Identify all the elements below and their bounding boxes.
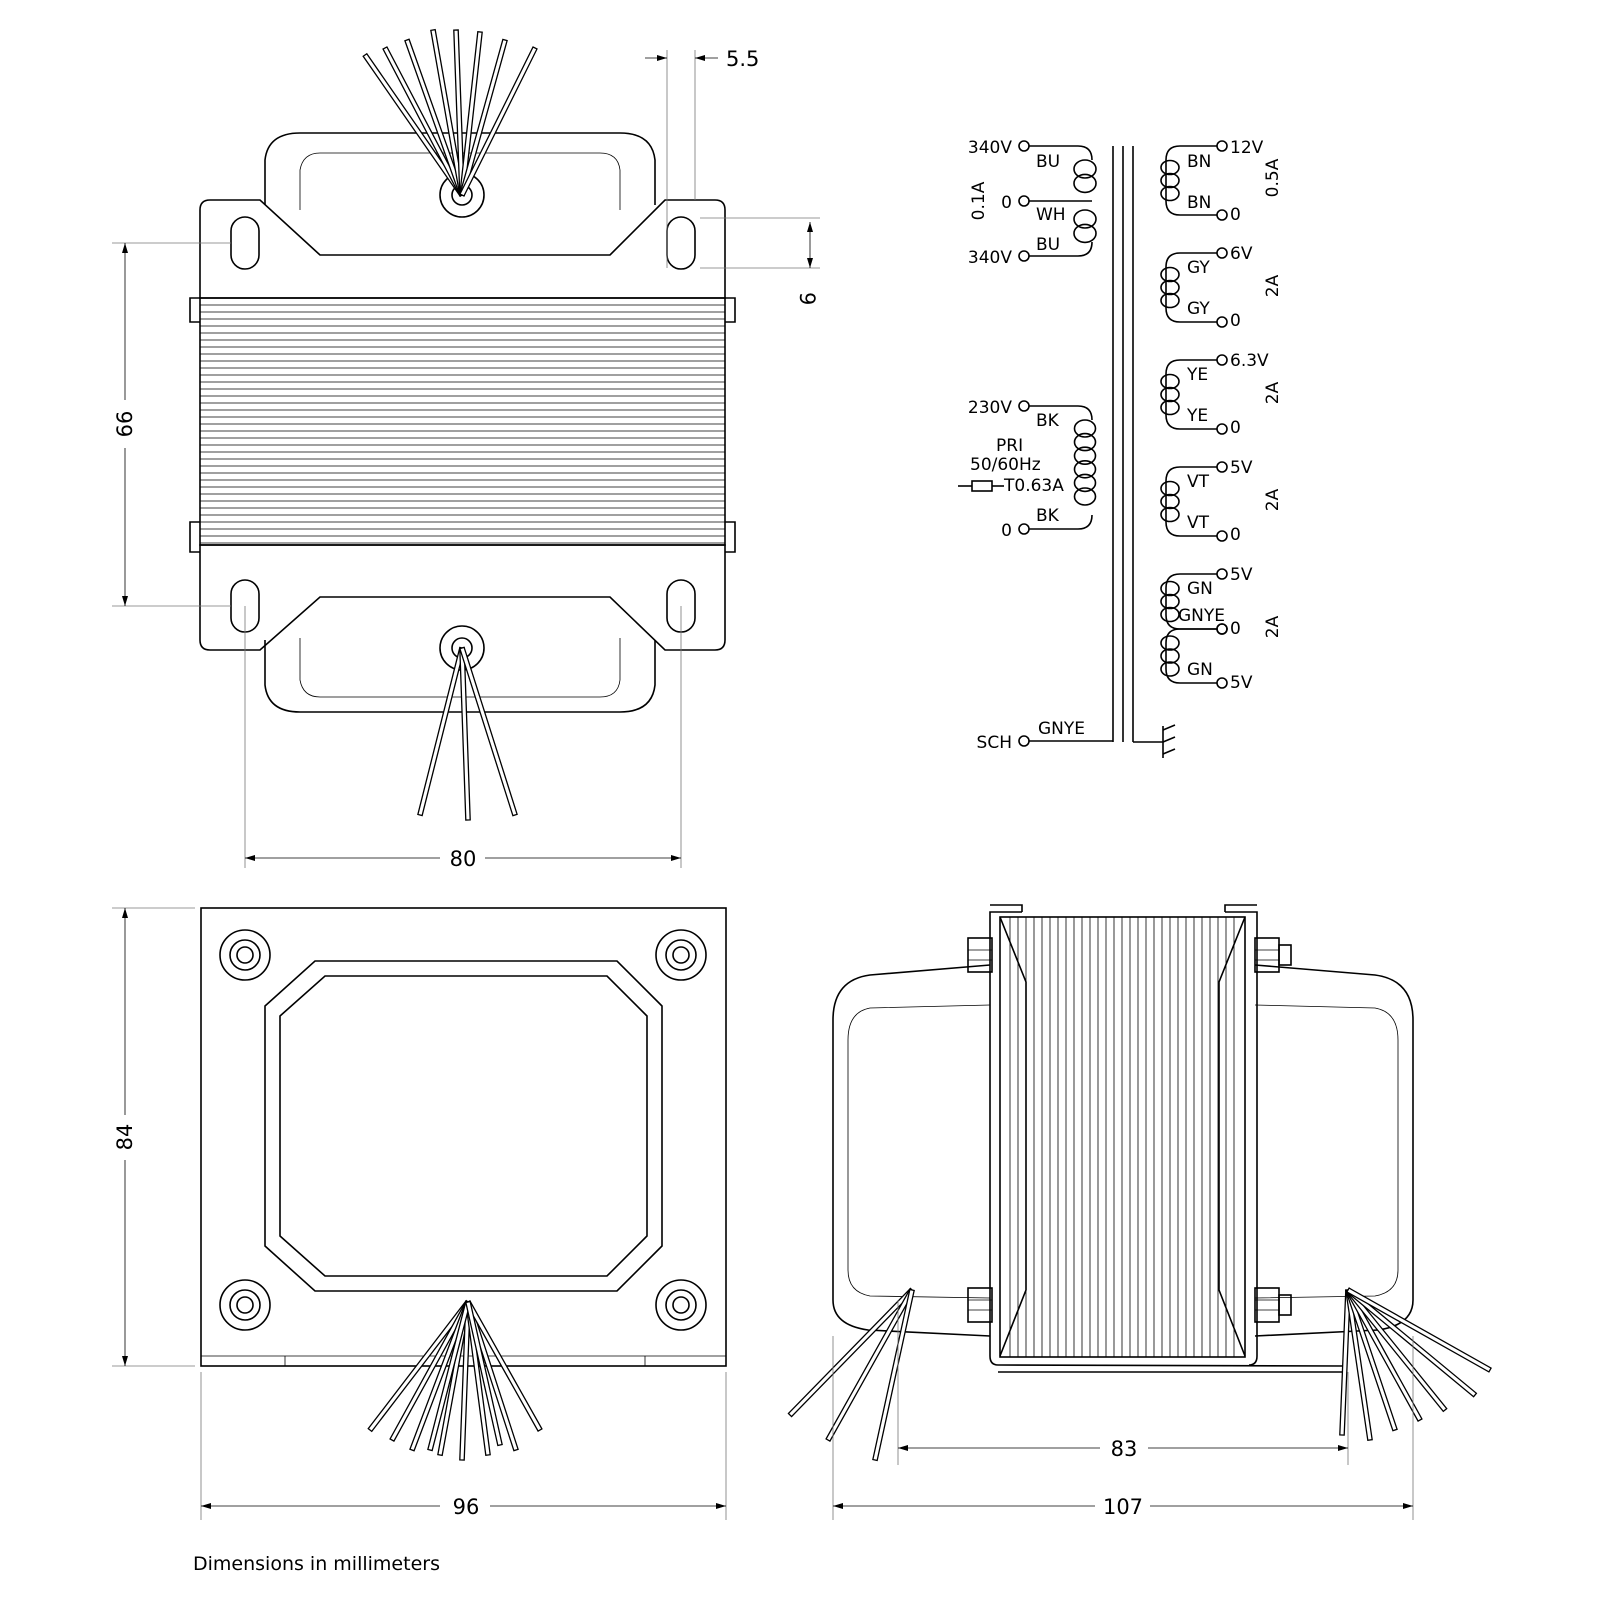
hv-center-color: WH (1036, 205, 1066, 225)
shield-color: GNYE (1038, 719, 1085, 739)
schematic-labels: 340V BU 0 WH 340V BU 0.1A 230V BK PRI 50… (968, 138, 1283, 753)
sec4-top-voltage: 5V (1230, 458, 1253, 478)
sec1-bottom-color: BN (1187, 193, 1211, 213)
sec2-top-color: GY (1187, 258, 1210, 278)
mains-top-voltage: 230V (968, 398, 1012, 418)
sec4-bottom-voltage: 0 (1230, 525, 1241, 545)
mounting-slot (666, 216, 696, 270)
sec3-current: 2A (1263, 381, 1283, 404)
nut-bolt (655, 1279, 707, 1331)
sec4-current: 2A (1263, 488, 1283, 511)
ct-bottom-voltage: 5V (1230, 673, 1253, 693)
sec4-top-color: VT (1187, 472, 1210, 492)
sec2-current: 2A (1263, 274, 1283, 297)
dimension-lines (112, 907, 727, 1520)
lead-wires (367, 1299, 543, 1461)
dim-base-depth: 83 (1111, 1437, 1138, 1461)
dim-mount-vertical: 66 (113, 411, 137, 438)
ct-bottom-color: GN (1187, 660, 1213, 680)
sec3-bottom-voltage: 0 (1230, 418, 1241, 438)
mains-frequency: 50/60Hz (970, 455, 1041, 475)
ct-top-voltage: 5V (1230, 565, 1253, 585)
sec3-top-color: YE (1186, 365, 1208, 385)
lead-wire (465, 1300, 503, 1447)
lead-wire (1346, 1287, 1492, 1373)
dim-width: 96 (453, 1495, 480, 1519)
lead-wire (417, 646, 465, 817)
sec3-top-voltage: 6.3V (1230, 351, 1269, 371)
sec2-bottom-voltage: 0 (1230, 311, 1241, 331)
sec3-bottom-color: YE (1186, 406, 1208, 426)
dimension-lines (112, 50, 820, 868)
footnote: Dimensions in millimeters (193, 1553, 440, 1575)
nut-bolt (655, 929, 707, 981)
mains-bottom-color: BK (1036, 506, 1060, 526)
dim-overall-depth: 107 (1103, 1495, 1143, 1519)
sec4-bottom-color: VT (1187, 513, 1210, 533)
mains-bottom-voltage: 0 (1001, 521, 1012, 541)
lead-wires (362, 28, 538, 198)
nut-bolt (1254, 937, 1292, 973)
hv-center-voltage: 0 (1001, 193, 1012, 213)
dim-height: 84 (113, 1124, 137, 1151)
primary-mains-winding (1073, 419, 1097, 506)
lamination-stack (1009, 917, 1235, 1357)
sec1-top-color: BN (1187, 152, 1211, 172)
shield-label: SCH (977, 733, 1012, 753)
nut-bolt (219, 929, 271, 981)
lead-wire (872, 1288, 915, 1462)
hv-bottom-color: BU (1036, 235, 1060, 255)
lamination-stack (200, 304, 725, 544)
ground-symbol (1133, 724, 1176, 758)
sec2-top-voltage: 6V (1230, 244, 1253, 264)
secondary-windings (1160, 140, 1228, 689)
fuse-symbol (958, 480, 1004, 492)
nut-bolt (1254, 1287, 1292, 1323)
dim-slot-length: 9 (795, 292, 819, 305)
sec1-top-voltage: 12V (1230, 138, 1264, 158)
mounting-slot (230, 216, 260, 270)
fuse-rating: T0.63A (1003, 476, 1064, 496)
lead-wire (459, 646, 518, 817)
dim-slot-offset: 5.5 (726, 47, 759, 71)
ct-top-color: GN (1187, 579, 1213, 599)
mains-top-color: BK (1036, 411, 1060, 431)
hv-current: 0.1A (969, 181, 989, 220)
sec1-current: 0.5A (1263, 158, 1283, 197)
ct-current: 2A (1263, 615, 1283, 638)
sec1-bottom-voltage: 0 (1230, 205, 1241, 225)
top-view (189, 28, 736, 821)
ct-mid-color: GNYE (1178, 606, 1225, 626)
nut-bolt (219, 1279, 271, 1331)
dim-mount-horizontal: 80 (450, 847, 477, 871)
hv-top-voltage: 340V (968, 138, 1012, 158)
lead-wire (459, 46, 538, 197)
dimension-lines (832, 1300, 1414, 1520)
nut-bolt (967, 937, 993, 973)
ct-mid-voltage: 0 (1230, 619, 1241, 639)
side-view (787, 904, 1492, 1462)
sec2-bottom-color: GY (1187, 299, 1210, 319)
lead-wires (787, 1287, 1492, 1462)
primary-hv-winding (1073, 159, 1097, 244)
lead-wires (417, 646, 518, 821)
nut-bolt (967, 1287, 993, 1323)
front-view (200, 907, 727, 1461)
schematic (958, 140, 1228, 758)
hv-top-color: BU (1036, 152, 1060, 172)
hv-bottom-voltage: 340V (968, 248, 1012, 268)
mains-label: PRI (996, 436, 1023, 456)
